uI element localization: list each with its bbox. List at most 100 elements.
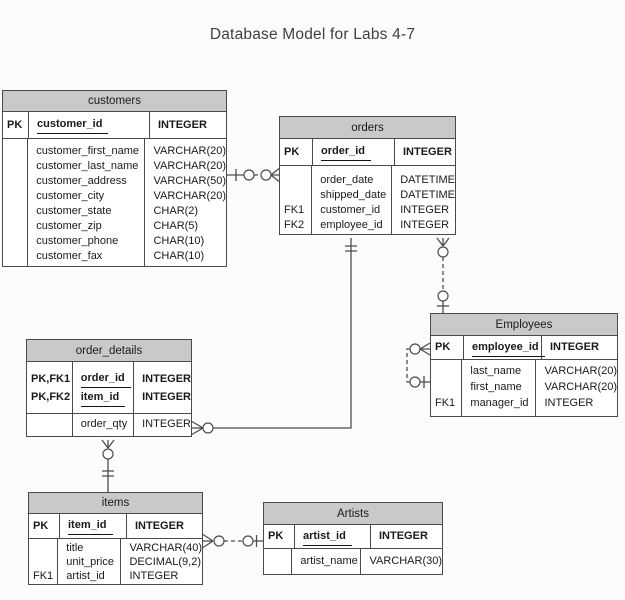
entity-attr-cell: manager_id — [470, 397, 529, 409]
entity-key-cell: FK1 — [435, 397, 456, 409]
entity-key-cell: FK2 — [284, 219, 305, 231]
entity-attr-cell: title — [66, 542, 84, 554]
entity-key-cell: PK — [284, 145, 300, 158]
entity-key-cell — [7, 159, 27, 174]
relationship-orders-order-details — [191, 238, 357, 436]
entity-key-cell: FK1 — [33, 570, 54, 582]
entity-type-cell: CHAR(10) — [153, 235, 205, 247]
entity-key-cell — [268, 553, 291, 569]
entity-key-cell: PK — [7, 118, 23, 131]
entity-type-cell: INTEGER — [135, 519, 184, 532]
entity-type-cell: VARCHAR(20) — [153, 190, 226, 202]
entity-attr-cell: customer_phone — [36, 235, 119, 247]
entity-type-cell: INTEGER — [142, 372, 191, 385]
entity-key-cell — [7, 144, 27, 159]
entity-key-cell — [7, 219, 27, 234]
entity-attr-cell: employee_id — [472, 339, 545, 357]
entity-type-cell: INTEGER — [142, 390, 191, 403]
entity-type-cell: INTEGER — [544, 397, 594, 409]
entity-type-cell: INTEGER — [550, 341, 599, 353]
entity-key-cell: PK — [268, 530, 284, 542]
entity-attr-cell: customer_zip — [36, 220, 102, 232]
entity-attr-cell: customer_id — [320, 204, 381, 216]
entity-type-cell: INTEGER — [158, 118, 207, 131]
entity-header: Employees — [431, 314, 617, 336]
relationship-employees-self — [406, 342, 431, 388]
entity-attr-cell: customer_last_name — [36, 160, 139, 172]
entity-attr-section: FK1 title unit_price artist_id VARCHAR(40) DE… — [29, 539, 202, 584]
entity-type-cell: VARCHAR(20) — [153, 160, 226, 172]
entity-attr-cell: order_date — [320, 174, 374, 186]
entity-header: items — [29, 493, 202, 514]
relationship-order-details-items — [101, 439, 115, 492]
entity-type-cell: VARCHAR(20) — [544, 381, 617, 393]
entity-header: customers — [3, 91, 226, 112]
entity-type-cell: VARCHAR(20) — [153, 145, 226, 157]
entity-attr-cell: order_id — [80, 369, 131, 388]
entity-attr-cell: artist_id — [303, 528, 352, 546]
entity-type-cell: CHAR(5) — [153, 220, 199, 232]
entity-header: order_details — [27, 340, 191, 362]
entity-key-cell — [7, 249, 27, 264]
entity-key-cell — [435, 379, 461, 395]
entity-header: orders — [280, 117, 455, 139]
entity-attr-cell: shipped_date — [320, 189, 387, 201]
entity-key-section: PK artist_id INTEGER — [264, 525, 442, 549]
entity-attr-cell: order_id — [321, 143, 372, 161]
entity-type-cell: DATETIME — [400, 189, 455, 201]
entity-key-cell: PK,FK1 — [31, 372, 71, 385]
entity-key-section: PK employee_id INTEGER — [431, 336, 617, 360]
entity-type-cell: VARCHAR(30) — [369, 555, 442, 567]
entity-key-section: PK order_id INTEGER — [280, 139, 455, 166]
entity-key-cell — [7, 204, 27, 219]
entity-type-cell: INTEGER — [129, 570, 179, 582]
entity-key-cell — [284, 188, 311, 203]
entity-key-cell: PK,FK2 — [31, 390, 71, 403]
entity-key-cell — [7, 174, 27, 189]
entity-header: Artists — [264, 503, 442, 525]
entity-attr-cell: customer_city — [36, 190, 105, 202]
entity-attr-cell: customer_first_name — [36, 145, 139, 157]
entity-key-cell — [33, 555, 57, 569]
entity-attr-cell: unit_price — [66, 556, 114, 568]
entity-type-cell: VARCHAR(40) — [129, 542, 202, 554]
entity-attr-cell: first_name — [470, 381, 522, 393]
entity-key-cell — [7, 234, 27, 249]
entity-attr-cell: item_id — [68, 517, 113, 535]
entity-type-cell: INTEGER — [142, 418, 191, 430]
diagram-title: Database Model for Labs 4-7 — [209, 26, 416, 43]
relationship-items-artists — [202, 533, 263, 549]
entity-type-cell: CHAR(2) — [153, 205, 199, 217]
entity-key-cell: PK — [435, 341, 451, 353]
entity-type-cell: INTEGER — [379, 530, 428, 542]
entity-key-cell: FK1 — [284, 204, 305, 216]
entity-key-cell — [435, 363, 461, 379]
entity-type-cell: INTEGER — [403, 145, 452, 158]
entity-attr-cell: artist_id — [66, 570, 105, 582]
entity-attr-cell: customer_id — [37, 116, 109, 134]
entity-key-cell — [31, 416, 72, 432]
entity-key-cell — [33, 541, 57, 555]
entity-attr-cell: item_id — [80, 388, 126, 407]
entity-type-cell: INTEGER — [400, 219, 450, 231]
entity-key-cell — [7, 189, 27, 204]
entity-attr-cell: employee_id — [320, 219, 383, 231]
entity-type-cell: INTEGER — [400, 204, 450, 216]
entity-type-cell: VARCHAR(20) — [544, 365, 617, 377]
entity-type-cell: CHAR(10) — [153, 250, 205, 262]
entity-type-cell: DATETIME — [400, 174, 455, 186]
entity-type-cell: DECIMAL(9,2) — [129, 556, 201, 568]
